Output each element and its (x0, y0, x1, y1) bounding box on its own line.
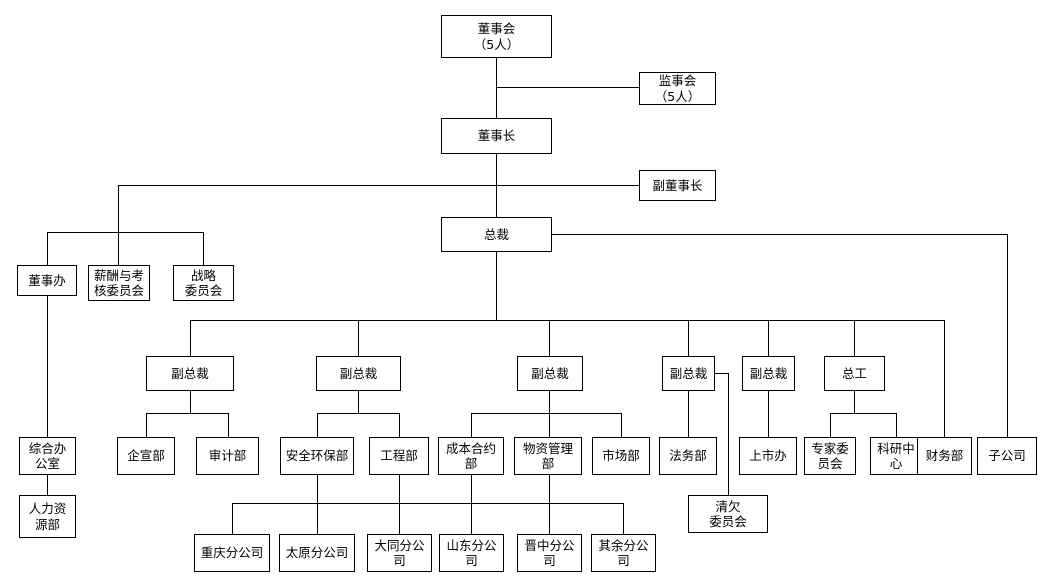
connector-board-down (496, 58, 497, 118)
connector-audit-dept-drop (228, 413, 229, 437)
node-vp-1[interactable]: 副总裁 (146, 356, 234, 391)
connector-vp4-to-debtcomm-v (728, 373, 729, 495)
connector-research-ctr-drop (896, 413, 897, 437)
node-legal-department[interactable]: 法务部 (659, 437, 717, 475)
connector-branch-other-drop (623, 503, 624, 534)
connector-cost-to-branchbus (471, 475, 472, 503)
connector-safety-to-branchbus (317, 475, 318, 503)
node-vp-3[interactable]: 副总裁 (517, 356, 583, 391)
node-strategy-committee[interactable]: 战略 委员会 (173, 265, 234, 301)
node-branch-other[interactable]: 其余分公 司 (591, 534, 656, 572)
connector-safety-dept-drop (317, 413, 318, 437)
connector-committee-bus (47, 232, 204, 233)
node-ipo-office[interactable]: 上市办 (739, 437, 797, 475)
connector-market-dept-drop (621, 413, 622, 437)
connector-vp1-down (190, 391, 191, 413)
connector-branch-dt-drop (399, 503, 400, 534)
connector-expert-comm-drop (830, 413, 831, 437)
connector-cost-dept-drop (471, 413, 472, 437)
connector-committee-feed-down (118, 185, 119, 232)
connector-chairman-to-committee-bus (118, 185, 497, 186)
connector-pr-dept-drop (146, 413, 147, 437)
node-expert-committee[interactable]: 专家委 员会 (804, 437, 856, 475)
node-material-department[interactable]: 物资管理 部 (514, 437, 582, 475)
node-branch-jinzhong[interactable]: 晋中分公 司 (517, 534, 582, 572)
connector-president-to-subsidiary-v (1007, 234, 1008, 437)
node-general-office[interactable]: 综合办 公室 (19, 437, 76, 475)
node-cost-department[interactable]: 成本合约 部 (438, 437, 504, 475)
connector-chiefeng-drop (854, 320, 855, 356)
node-debt-committee[interactable]: 清欠 委员会 (688, 495, 768, 533)
connector-chiefeng-down (854, 391, 855, 413)
node-supervisors[interactable]: 监事会 （5人） (639, 72, 716, 105)
node-president[interactable]: 总裁 (441, 217, 552, 252)
connector-boardoffice-to-genoffice (47, 296, 48, 437)
node-vp-4[interactable]: 副总裁 (662, 356, 715, 391)
connector-vp1-drop (190, 320, 191, 356)
connector-eng-to-branchbus (399, 475, 400, 503)
connector-president-to-subsidiary-h (552, 234, 1007, 235)
connector-president-down (496, 252, 497, 321)
connector-vp3-children-bus (471, 413, 621, 414)
connector-chairman-to-vicechairman (496, 185, 639, 186)
connector-vp4-drop (688, 320, 689, 356)
node-vp-5[interactable]: 副总裁 (742, 356, 795, 391)
connector-finance-drop (944, 320, 945, 437)
connector-comp-comm-drop (118, 232, 119, 265)
connector-chiefeng-children-bus (830, 413, 896, 414)
node-safety-department[interactable]: 安全环保部 (280, 437, 354, 475)
connector-material-dept-drop (549, 413, 550, 437)
connector-branch-sd-drop (471, 503, 472, 534)
connector-vp2-drop (358, 320, 359, 356)
node-compensation-committee[interactable]: 薪酬与考 核委员会 (88, 265, 150, 301)
connector-vp2-down (358, 391, 359, 413)
connector-vp5-to-ipo (768, 391, 769, 437)
node-chairman[interactable]: 董事长 (441, 118, 552, 154)
node-research-center[interactable]: 科研中 心 (870, 437, 922, 475)
node-market-department[interactable]: 市场部 (592, 437, 650, 475)
connector-vp4-to-debtcomm-h (714, 373, 728, 374)
connector-strat-comm-drop (203, 232, 204, 265)
connector-vp2-children-bus (317, 413, 399, 414)
connector-eng-dept-drop (399, 413, 400, 437)
connector-board-office-drop (47, 232, 48, 265)
connector-vp3-down (549, 391, 550, 413)
node-chief-engineer[interactable]: 总工 (824, 356, 885, 391)
node-audit-department[interactable]: 审计部 (196, 437, 259, 475)
connector-branch-jz-drop (549, 503, 550, 534)
connector-genoffice-to-hr (47, 475, 48, 495)
node-vp-2[interactable]: 副总裁 (316, 356, 401, 391)
node-engineering-department[interactable]: 工程部 (369, 437, 429, 475)
connector-material-to-branchbus (549, 475, 550, 503)
connector-branch-bus (232, 503, 623, 504)
node-branch-shandong[interactable]: 山东分公 司 (439, 534, 504, 572)
node-branch-chongqing[interactable]: 重庆分公司 (194, 534, 270, 572)
node-branch-taiyuan[interactable]: 太原分公司 (279, 534, 355, 572)
node-branch-datong[interactable]: 大同分公 司 (367, 534, 432, 572)
connector-vp3-drop (549, 320, 550, 356)
node-subsidiary[interactable]: 子公司 (977, 437, 1037, 475)
node-finance-department[interactable]: 财务部 (917, 437, 972, 475)
connector-branch-ty-drop (317, 503, 318, 534)
node-board-office[interactable]: 董事办 (17, 265, 77, 296)
node-hr-department[interactable]: 人力资 源部 (19, 495, 76, 538)
connector-branch-cq-drop (232, 503, 233, 534)
connector-vp5-drop (768, 320, 769, 356)
connector-chairman-down (496, 154, 497, 218)
connector-vp1-children-bus (146, 413, 228, 414)
connector-vp4-to-legal (688, 391, 689, 437)
connector-board-to-supervisors (496, 87, 639, 88)
node-vice-chairman[interactable]: 副董事长 (639, 170, 716, 201)
node-pr-department[interactable]: 企宣部 (117, 437, 175, 475)
connector-president-main-bus (190, 320, 945, 321)
node-board[interactable]: 董事会 （5人） (441, 15, 552, 58)
